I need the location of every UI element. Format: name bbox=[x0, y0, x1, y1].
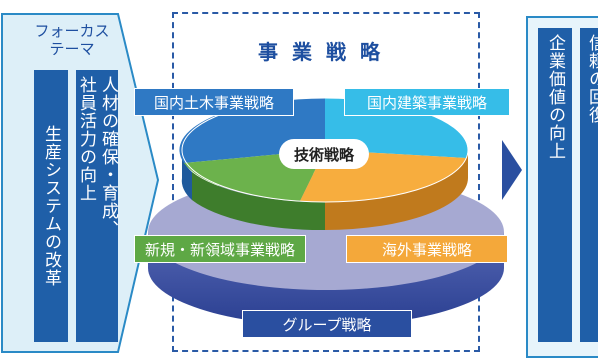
theme-human-resources-line-2: 社員活力の向上 bbox=[76, 76, 96, 202]
label-overseas: 海外事業戦略 bbox=[346, 235, 508, 263]
theme-production-system: 生産システムの改革 bbox=[34, 70, 68, 342]
result-trust-recovery-text: 信頼の回復 bbox=[585, 34, 598, 124]
overseas-segment-side bbox=[325, 150, 468, 230]
new-business-segment-side bbox=[192, 172, 325, 231]
label-domestic-building: 国内建築事業戦略 bbox=[344, 88, 510, 116]
result-corporate-value-text: 企業価値の向上 bbox=[545, 34, 565, 160]
business-strategy-title: 事業戦略 bbox=[258, 40, 394, 64]
label-technology-strategy: 技術戦略 bbox=[279, 139, 369, 169]
theme-human-resources: 人材の確保・育成、 社員活力の向上 bbox=[76, 70, 118, 342]
theme-human-resources-line-1: 人材の確保・育成、 bbox=[98, 76, 118, 238]
arrow-right-icon bbox=[502, 140, 522, 200]
business-strategy-frame bbox=[172, 12, 480, 352]
focus-title-line-1: フォーカス bbox=[34, 22, 110, 40]
theme-production-system-text: 生産システムの改革 bbox=[41, 125, 61, 287]
result-trust-recovery: 信頼の回復 bbox=[580, 28, 598, 342]
label-group-strategy: グループ戦略 bbox=[242, 310, 412, 338]
focus-title-line-2: テーマ bbox=[49, 40, 95, 58]
result-panel: 企業価値の向上 信頼の回復 bbox=[526, 16, 598, 358]
result-corporate-value: 企業価値の向上 bbox=[538, 28, 572, 342]
focus-theme-title: フォーカス テーマ bbox=[24, 22, 120, 58]
label-new-business: 新規・新領域事業戦略 bbox=[134, 235, 306, 263]
label-domestic-civil: 国内土木事業戦略 bbox=[134, 88, 294, 116]
